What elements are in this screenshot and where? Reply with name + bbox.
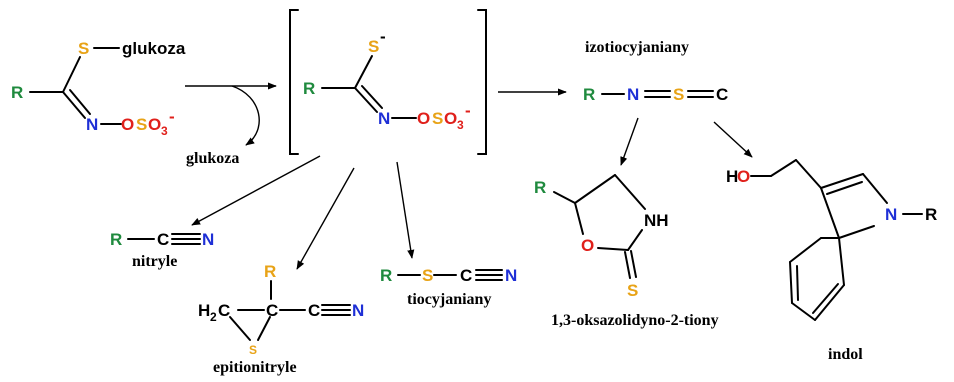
indole-structure: H O N R indol [726, 159, 937, 363]
glucosinolate-glukoza: glukoza [122, 39, 186, 58]
epithionitrile-C3: C [308, 301, 320, 320]
oxazolidine-R: R [534, 178, 546, 197]
arrow-to-nitrile [191, 155, 321, 226]
intermediate-S-charge: - [380, 27, 386, 46]
oxazolidine-structure: R NH O S 1,3-oksazolidyno-2-tiony [534, 174, 719, 329]
indole-N: N [885, 205, 897, 224]
glucosinolate-R: R [11, 83, 23, 102]
oxazolidine-NH: NH [644, 211, 669, 230]
intermediate-charge: - [465, 101, 471, 120]
nitrile-caption: nitryle [132, 253, 177, 270]
glucosinolate-S-sulfate: S [136, 115, 147, 134]
epithionitrile-C1: C [218, 301, 230, 320]
thiocyanate-N: N [505, 266, 517, 285]
glucosinolate-O3: O [148, 115, 161, 134]
indole-HO-H: H [726, 167, 738, 186]
thiocyanate-S: S [422, 266, 433, 285]
epithionitrile-C2: C [266, 301, 278, 320]
glucosinolate-S: S [78, 39, 89, 58]
nitrile-R: R [110, 230, 122, 249]
isothiocyanate-R: R [583, 85, 595, 104]
oxazolidine-O: O [581, 236, 594, 255]
arrow-to-epithionitrile [296, 167, 355, 270]
glucosinolate-N: N [86, 115, 98, 134]
intermediate-structure: S - R N O S O 3 - [289, 9, 487, 155]
thiocyanate-caption: tiocyjaniany [407, 291, 491, 308]
glucosinolate-charge: - [169, 107, 175, 126]
epithionitrile-H: H [198, 301, 210, 320]
indole-caption: indol [828, 346, 863, 363]
arrow-to-indole [713, 121, 753, 158]
indole-R: R [925, 205, 937, 224]
thiocyanate-R: R [380, 266, 392, 285]
thiocyanate-structure: R S C N tiocyjaniany [380, 266, 517, 308]
arrow-to-oxazolidine [620, 117, 639, 166]
epithionitrile-caption: epitionitryle [213, 359, 297, 376]
isothiocyanate-caption: izotiocyjaniany [585, 39, 689, 56]
indole-HO-O: O [737, 167, 750, 186]
intermediate-O3: O [444, 109, 457, 128]
intermediate-sub3: 3 [457, 118, 464, 132]
arrow-glucose-release [231, 85, 260, 146]
arrow-to-thiocyanate [396, 161, 415, 259]
epithionitrile-S: S [249, 343, 257, 357]
intermediate-O: O [417, 109, 430, 128]
epithionitrile-structure: R H 2 C C C N S epitionitryle [198, 262, 364, 376]
intermediate-S: S [368, 37, 379, 56]
nitrile-C: C [157, 230, 169, 249]
isothiocyanate-S: S [673, 85, 684, 104]
glucosinolate-structure: R S glukoza N O S O 3 - [11, 39, 186, 138]
oxazolidine-S: S [627, 281, 638, 300]
isothiocyanate-N: N [627, 85, 639, 104]
isothiocyanate-structure: izotiocyjaniany R N S C [583, 39, 728, 104]
released-glukoza: glukoza [186, 150, 239, 167]
epithionitrile-R: R [264, 262, 276, 281]
intermediate-R: R [303, 79, 315, 98]
nitrile-N: N [202, 230, 214, 249]
intermediate-S-sulfate: S [432, 109, 443, 128]
epithionitrile-N: N [352, 301, 364, 320]
thiocyanate-C: C [460, 266, 472, 285]
nitrile-structure: R C N nitryle [110, 230, 214, 270]
intermediate-N: N [378, 109, 390, 128]
oxazolidine-caption: 1,3-oksazolidyno-2-tiony [551, 312, 719, 329]
glucosinolate-O: O [121, 115, 134, 134]
glucosinolate-sub3: 3 [161, 124, 168, 138]
isothiocyanate-C: C [716, 85, 728, 104]
epithionitrile-sub2: 2 [210, 310, 217, 324]
